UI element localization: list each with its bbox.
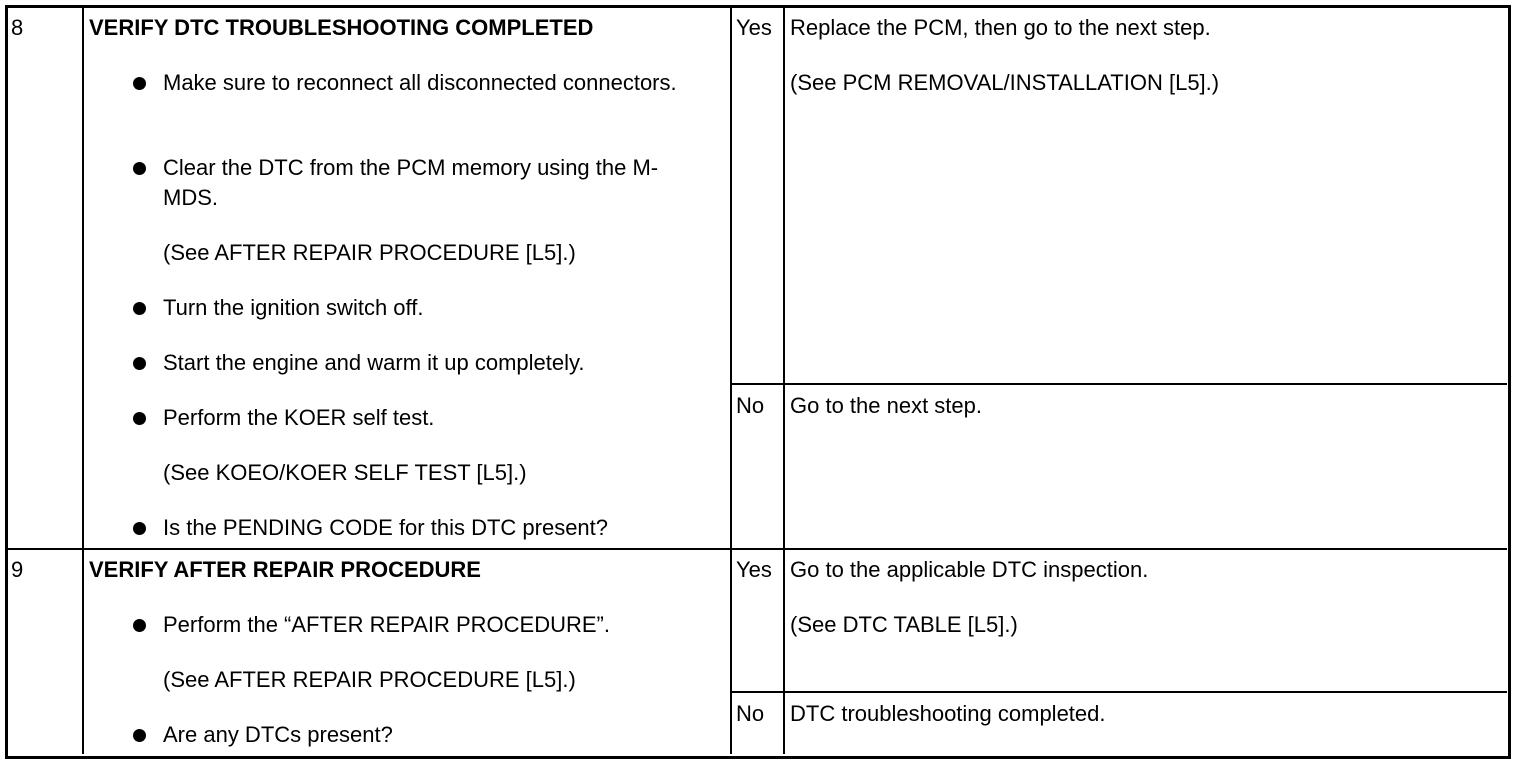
answer-no-action: DTC troubleshooting completed. — [790, 701, 1106, 726]
answer-yes-action: Go to the applicable DTC inspection. — [790, 557, 1149, 582]
bullet-icon — [133, 357, 146, 370]
step-instruction: Clear the DTC from the PCM memory using … — [163, 155, 659, 210]
step-instruction: Start the engine and warm it up complete… — [163, 350, 585, 375]
row-divider-yes-no-step8 — [731, 383, 1507, 385]
step-number: 8 — [11, 15, 24, 40]
reference-note: (See AFTER REPAIR PROCEDURE [L5].) — [163, 667, 576, 692]
bullet-icon — [133, 302, 146, 315]
bullet-icon — [133, 619, 146, 632]
answer-yes-reference: (See DTC TABLE [L5].) — [790, 612, 1018, 637]
answer-yes-reference: (See PCM REMOVAL/INSTALLATION [L5].) — [790, 70, 1220, 95]
column-divider-answer — [783, 6, 785, 754]
bullet-icon — [133, 729, 146, 742]
step-instruction: Perform the “AFTER REPAIR PROCEDURE”. — [163, 612, 610, 637]
step-question: Are any DTCs present? — [163, 722, 393, 747]
row-divider-step8-step9 — [6, 548, 1507, 550]
answer-yes-label: Yes — [736, 557, 772, 582]
answer-yes-label: Yes — [736, 15, 772, 40]
step-instruction: Make sure to reconnect all disconnected … — [163, 70, 677, 95]
bullet-icon — [133, 522, 146, 535]
reference-note: (See AFTER REPAIR PROCEDURE [L5].) — [163, 240, 576, 265]
step-question: Is the PENDING CODE for this DTC present… — [163, 515, 609, 540]
step-title: VERIFY AFTER REPAIR PROCEDURE — [89, 557, 481, 582]
answer-no-action: Go to the next step. — [790, 393, 983, 418]
step-number: 9 — [11, 557, 24, 582]
row-divider-yes-no-step9 — [731, 691, 1507, 693]
step-instruction: Perform the KOER self test. — [163, 405, 435, 430]
troubleshooting-table — [5, 5, 1511, 759]
column-divider-step — [82, 6, 84, 754]
answer-no-label: No — [736, 701, 765, 726]
answer-yes-action: Replace the PCM, then go to the next ste… — [790, 15, 1211, 40]
column-divider-action — [730, 6, 732, 754]
step-title: VERIFY DTC TROUBLESHOOTING COMPLETED — [89, 15, 594, 40]
answer-no-label: No — [736, 393, 765, 418]
bullet-icon — [133, 412, 146, 425]
bullet-icon — [133, 77, 146, 90]
reference-note: (See KOEO/KOER SELF TEST [L5].) — [163, 460, 527, 485]
bullet-icon — [133, 162, 146, 175]
step-instruction: Turn the ignition switch off. — [163, 295, 424, 320]
